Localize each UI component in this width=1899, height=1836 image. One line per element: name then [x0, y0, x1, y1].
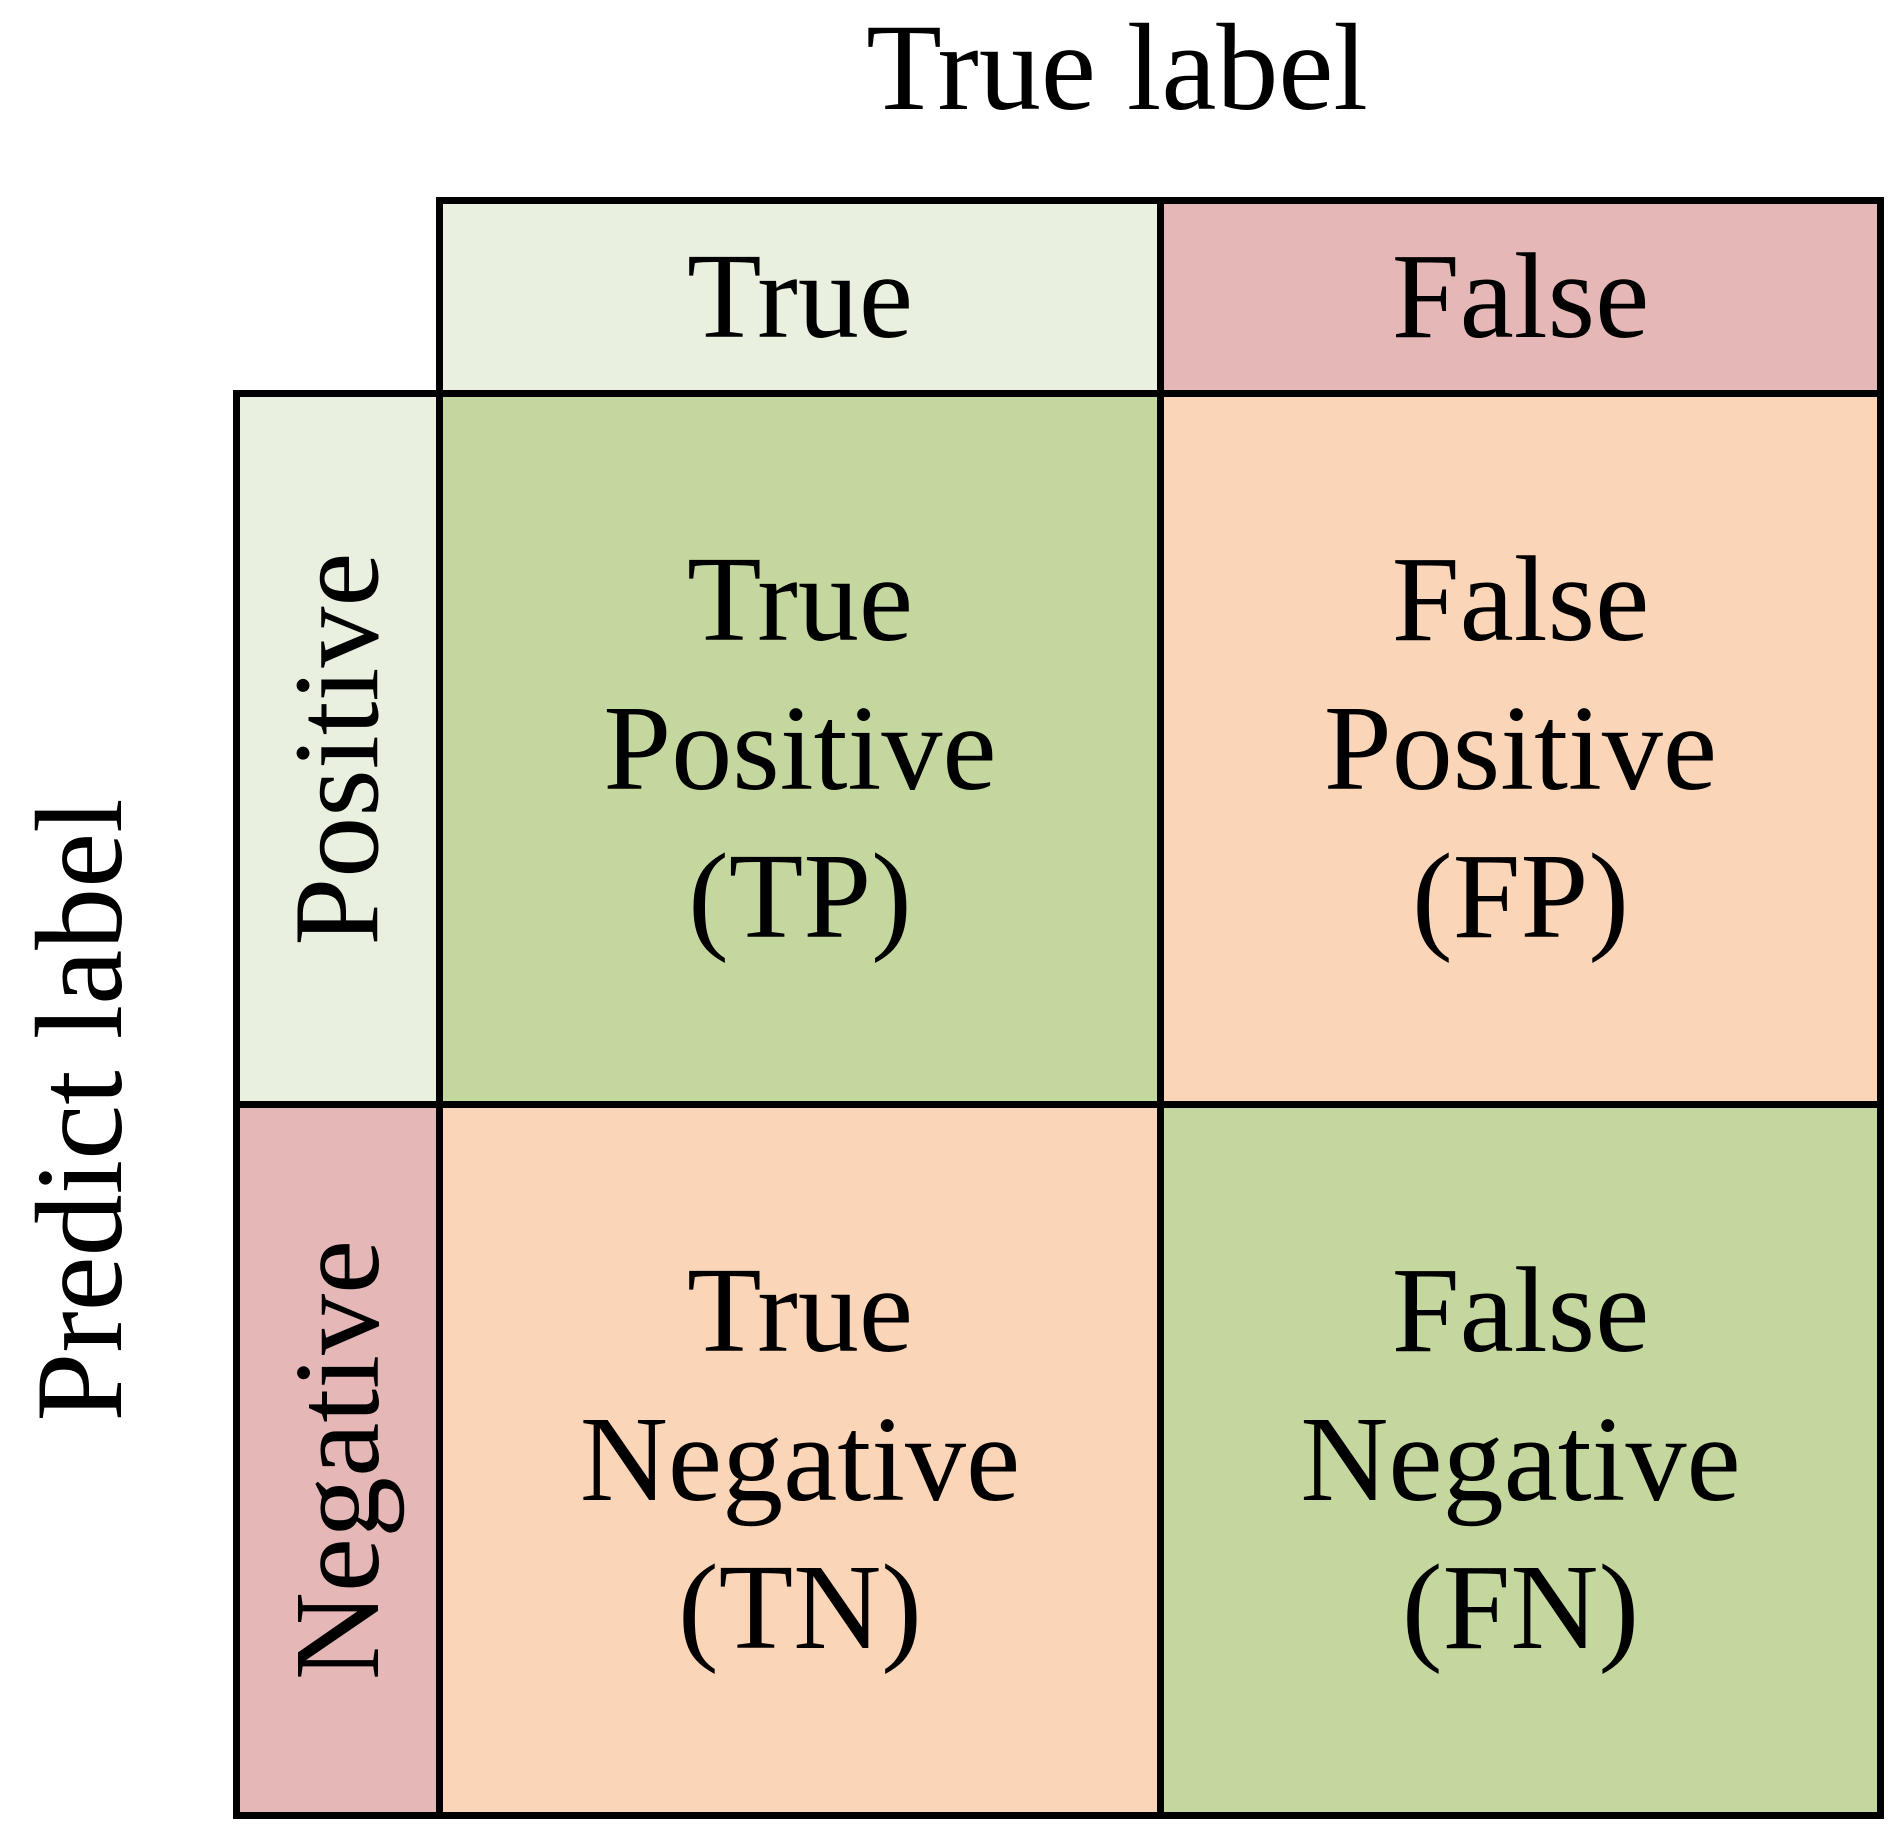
cell-fp-line-1: False [1391, 531, 1650, 667]
cell-fn-line-1: False [1391, 1242, 1650, 1378]
cell-tp-line-3: (TP) [688, 829, 912, 965]
row-header-negative-text: Negative [270, 1239, 405, 1681]
column-header-true: True [436, 197, 1164, 397]
column-header-false-text: False [1391, 229, 1650, 364]
column-header-true-text: True [686, 229, 913, 364]
cell-tn-line-3: (TN) [678, 1540, 922, 1676]
cell-fn-line-2: Negative [1300, 1391, 1741, 1527]
cell-false-negative: False Negative (FN) [1157, 1101, 1884, 1819]
cell-fp-line-3: (FP) [1412, 829, 1629, 965]
cell-tn-line-2: Negative [579, 1391, 1021, 1527]
column-header-false: False [1157, 197, 1884, 397]
cell-tp-line-1: True [686, 531, 913, 667]
row-header-negative: Negative [233, 1101, 443, 1819]
cell-fn-line-3: (FN) [1401, 1540, 1640, 1676]
row-header-positive: Positive [233, 390, 443, 1108]
cell-tp-line-2: Positive [603, 680, 997, 816]
cell-true-negative: True Negative (TN) [436, 1101, 1164, 1819]
cell-false-positive: False Positive (FP) [1157, 390, 1884, 1108]
true-label-title: True label [866, 0, 1368, 136]
cell-true-positive: True Positive (TP) [436, 390, 1164, 1108]
row-header-positive-text: Positive [270, 552, 406, 946]
cell-tn-line-1: True [686, 1242, 913, 1378]
predict-label-title: Predict label [11, 798, 148, 1422]
cell-fp-line-2: Positive [1323, 680, 1718, 816]
